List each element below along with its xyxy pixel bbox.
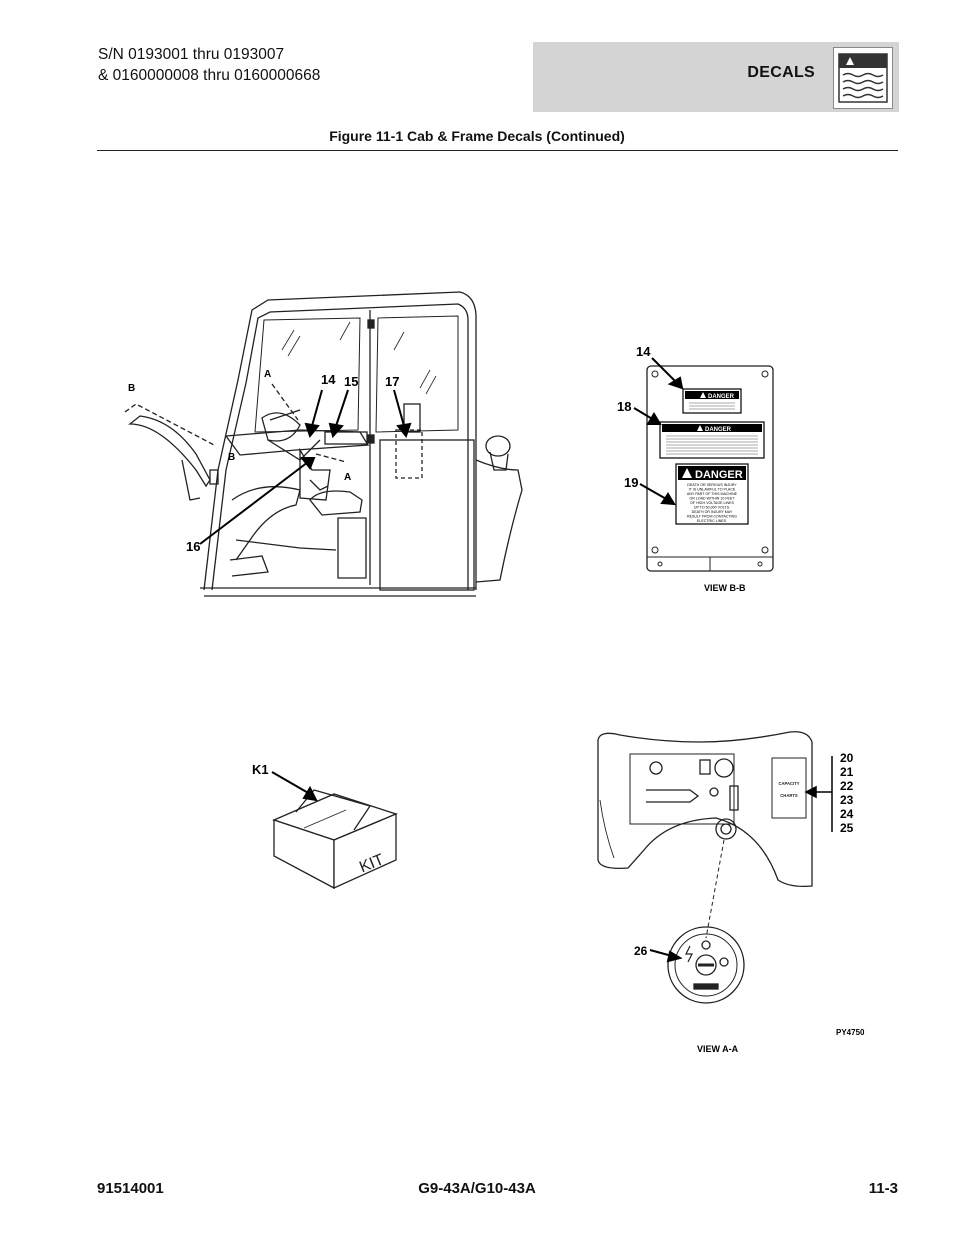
footer-page-number: 11-3 xyxy=(868,1180,898,1197)
decal-14: DANGER xyxy=(682,388,742,414)
serial-line-2: & 0160000008 thru 0160000668 xyxy=(98,67,321,84)
warning-decal-icon xyxy=(833,47,893,109)
cab-side-view xyxy=(124,291,523,597)
decal-18: DANGER xyxy=(659,421,765,459)
view-bb-caption: VIEW B-B xyxy=(704,583,746,593)
decal-19: DANGER DEATH OR SERIOUS INJURY IT IS UNL… xyxy=(675,463,749,525)
view-marker-a-top: A xyxy=(264,369,271,380)
callout-14: 14 xyxy=(321,372,336,387)
ignition-switch-detail xyxy=(667,926,745,1004)
view-aa-dashboard xyxy=(597,731,813,888)
decal-19-text: DEATH OR SERIOUS INJURY IT IS UNLAWFUL T… xyxy=(687,483,738,523)
footer-model: G9-43A/G10-43A xyxy=(418,1180,536,1197)
serial-line-1: S/N 0193001 thru 0193007 xyxy=(98,46,285,63)
aa-callout-20: 20 xyxy=(840,751,854,765)
ignition-leader xyxy=(649,949,683,963)
ignition-callout-26: 26 xyxy=(634,944,648,958)
bb-callout-19: 19 xyxy=(624,475,638,490)
serial-range: S/N 0193001 thru 0193007 & 0160000008 th… xyxy=(98,44,320,86)
cab-leader-lines xyxy=(199,389,412,545)
svg-text:RESULT FROM CONTACTING: RESULT FROM CONTACTING xyxy=(687,515,737,519)
callout-17: 17 xyxy=(385,374,399,389)
decal-14-label: DANGER xyxy=(708,394,735,400)
svg-text:IT IS UNLAWFUL TO PLACE: IT IS UNLAWFUL TO PLACE xyxy=(689,488,736,492)
view-marker-b-left: B xyxy=(128,383,135,394)
kit-callout: K1 xyxy=(252,762,269,777)
capacity-decal-label-2: CHARTS xyxy=(780,793,798,798)
decal-18-label: DANGER xyxy=(705,427,732,433)
kit-box: KIT xyxy=(272,789,398,890)
callout-15: 15 xyxy=(344,374,358,389)
footer-part-number: 91514001 xyxy=(97,1180,164,1197)
section-tab-title: DECALS xyxy=(747,64,815,81)
kit-leader xyxy=(271,771,318,802)
aa-callout-22: 22 xyxy=(840,779,854,793)
section-tab: DECALS xyxy=(533,42,899,112)
svg-text:ELECTRIC LINES.: ELECTRIC LINES. xyxy=(697,519,727,523)
capacity-decal-label-1: CAPACITY xyxy=(778,781,799,786)
aa-callout-25: 25 xyxy=(840,821,854,835)
svg-text:DEATH OR INJURY MAY: DEATH OR INJURY MAY xyxy=(692,510,733,514)
aa-callouts: 20 21 22 23 24 25 xyxy=(840,751,854,835)
capacity-bracket xyxy=(804,756,833,832)
svg-text:UP TO 50,000 VOLTS.: UP TO 50,000 VOLTS. xyxy=(694,506,730,510)
view-bb-panel: DANGER DANGER DANGER DEATH OR S xyxy=(617,344,774,593)
aa-callout-23: 23 xyxy=(840,793,854,807)
callout-16: 16 xyxy=(186,539,200,554)
cab-view-letters: A A B B xyxy=(128,369,351,483)
svg-text:ANY PART OF THIS MACHINE: ANY PART OF THIS MACHINE xyxy=(687,492,738,496)
view-marker-b-right: B xyxy=(228,452,235,463)
drawing-number: PY4750 xyxy=(836,1028,865,1037)
aa-callout-21: 21 xyxy=(840,765,854,779)
figure-title: Figure 11-1 Cab & Frame Decals (Continue… xyxy=(329,128,625,144)
header-rule xyxy=(97,150,898,151)
cab-callouts: 14 15 17 16 xyxy=(186,372,399,554)
view-marker-a-bottom: A xyxy=(344,472,351,483)
view-aa-caption: VIEW A-A xyxy=(697,1044,739,1054)
aa-callout-24: 24 xyxy=(840,807,854,821)
bb-callout-14: 14 xyxy=(636,344,651,359)
decal-19-label: DANGER xyxy=(695,469,743,481)
svg-text:OR LOAD WITHIN 10 FEET: OR LOAD WITHIN 10 FEET xyxy=(689,497,735,501)
bb-callout-18: 18 xyxy=(617,399,631,414)
svg-text:DEATH OR SERIOUS INJURY: DEATH OR SERIOUS INJURY xyxy=(687,483,737,487)
svg-text:OF HIGH VOLTAGE LINES: OF HIGH VOLTAGE LINES xyxy=(690,501,734,505)
